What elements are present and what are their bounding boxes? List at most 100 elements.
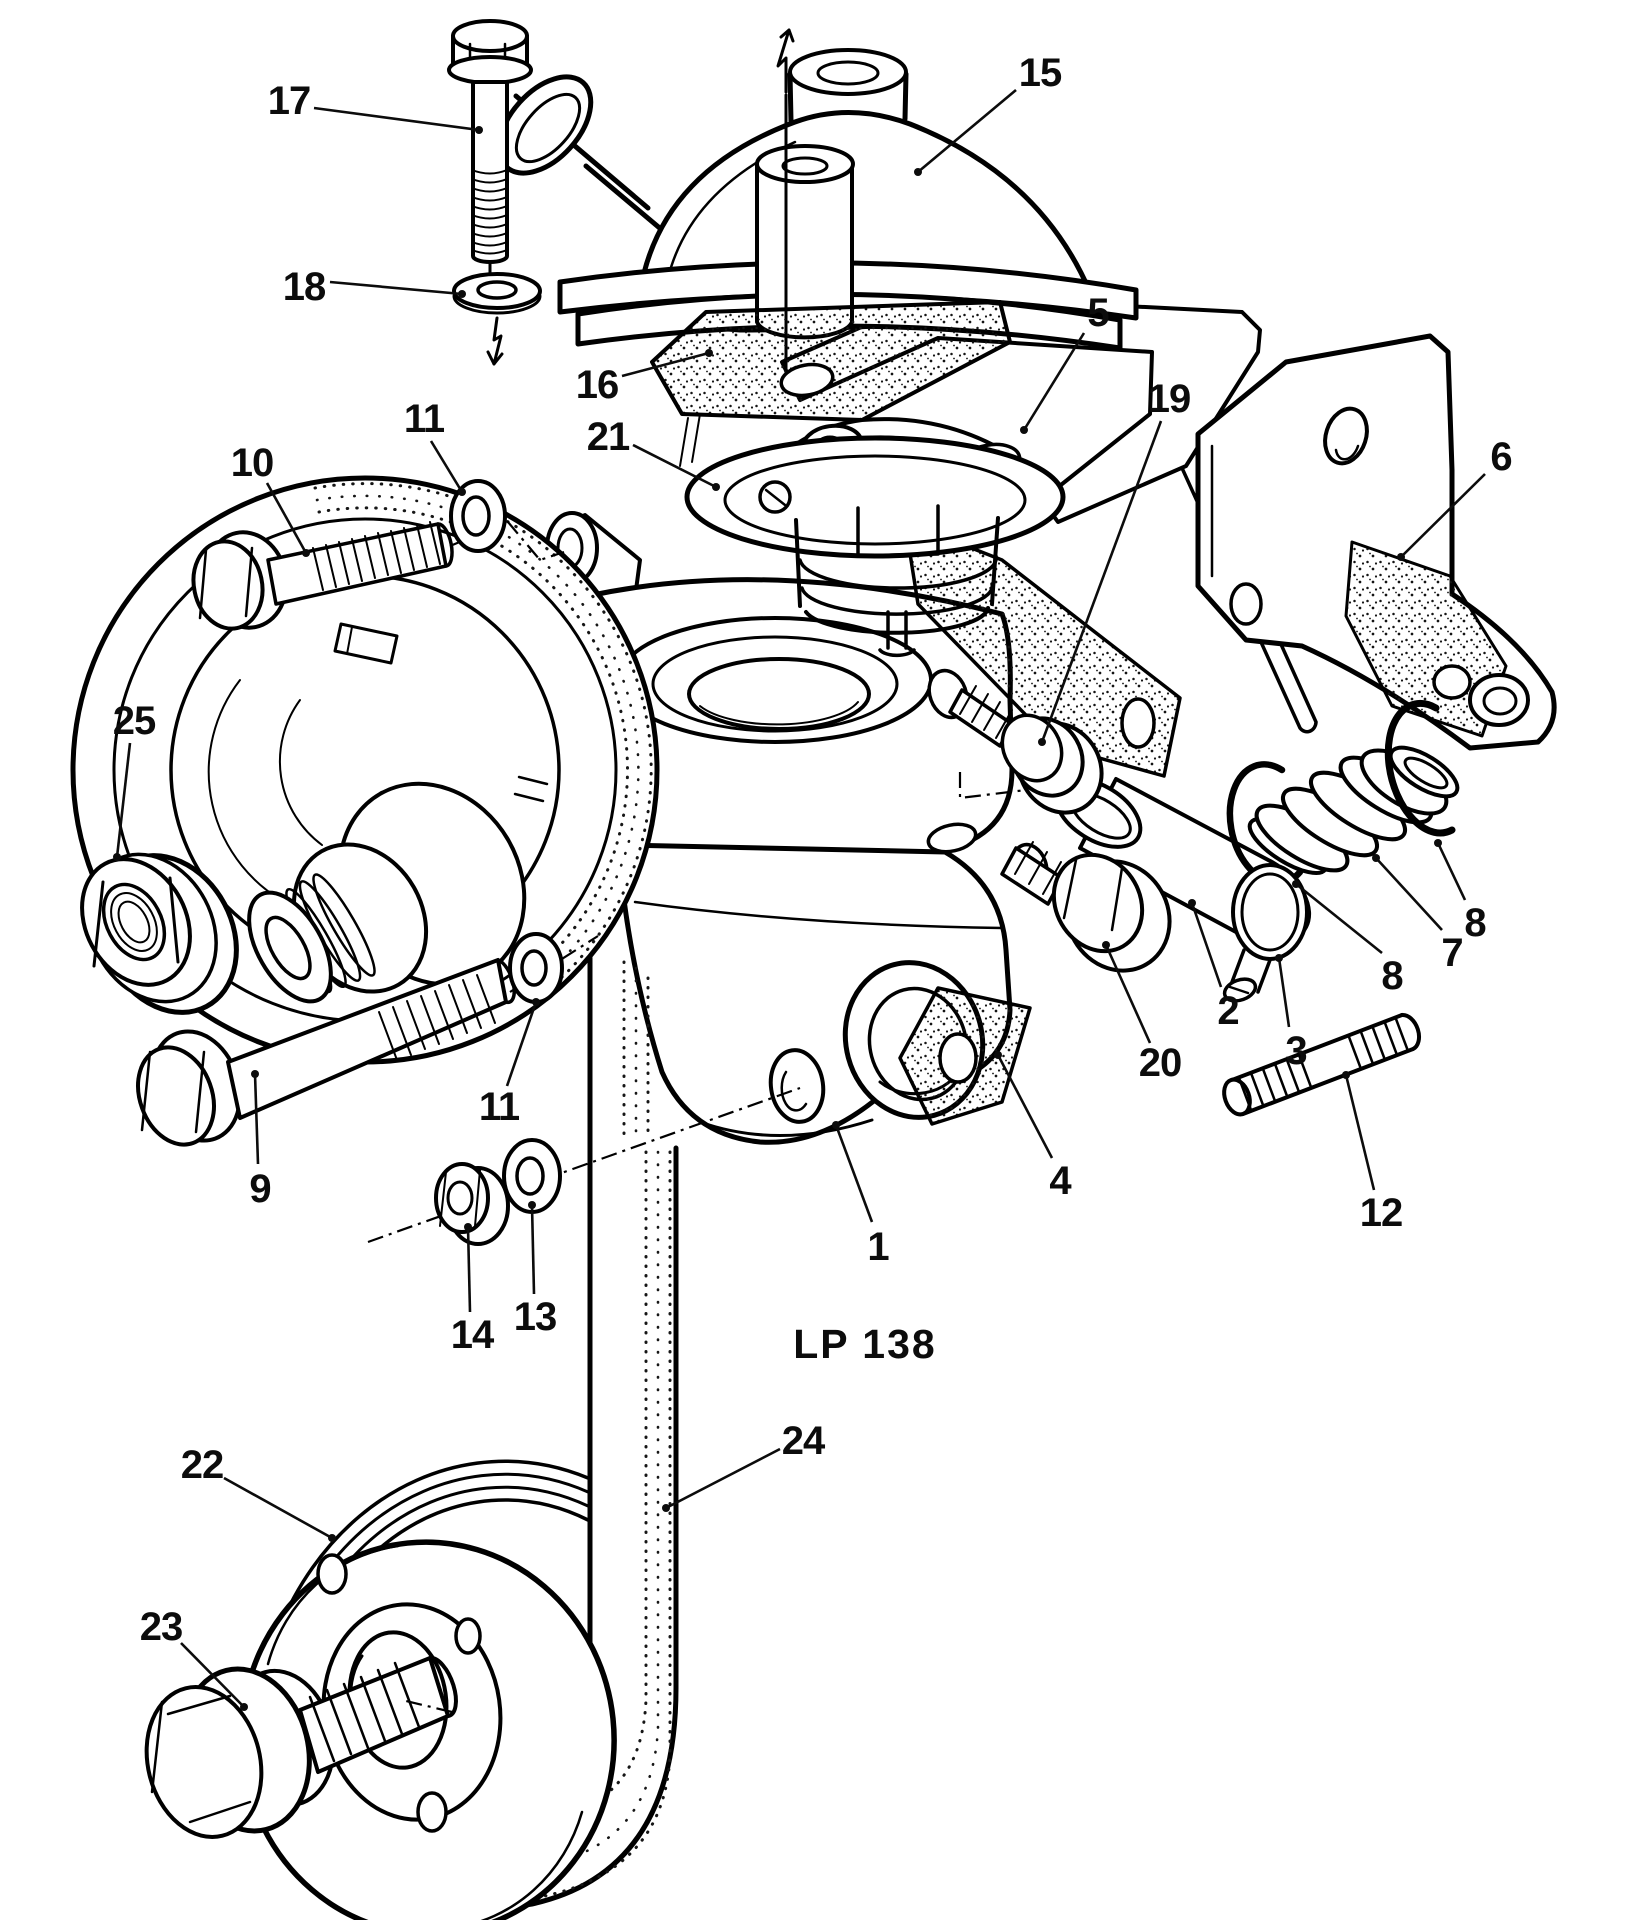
side-gasket-hole: [1120, 697, 1156, 749]
center-stem: [878, 610, 916, 658]
mounting-bracket: [1195, 333, 1557, 751]
hose-clamp: [1222, 863, 1309, 1003]
callout-1: 1: [867, 1225, 889, 1269]
leader-dot-21: [712, 483, 720, 491]
washer18-bore: [476, 280, 518, 300]
hub-thread: [312, 873, 376, 977]
bolt-long-vertical: [447, 19, 533, 280]
leader-dot-14: [464, 1223, 472, 1231]
drain-plug-20: [1000, 841, 1172, 973]
callout-25: 25: [113, 699, 156, 743]
washer18-outer: [452, 272, 542, 310]
seat-shadow: [699, 701, 859, 726]
nut-bore: [101, 882, 167, 962]
face-detail-arc: [207, 679, 291, 906]
callout-15: 15: [1019, 51, 1062, 95]
leader-line-12: [1344, 1074, 1376, 1191]
alignment-line: [958, 772, 1027, 800]
callout-7: 7: [1441, 931, 1462, 975]
callout-13: 13: [514, 1295, 557, 1339]
nut14-facets: [439, 1169, 481, 1227]
belt-stipple: [554, 1150, 660, 1864]
elbow-gasket-hole: [938, 1032, 978, 1084]
callout-22: 22: [181, 1443, 224, 1487]
callout-9: 9: [249, 1167, 270, 1211]
washer11a-outer: [449, 479, 507, 553]
leader-dot-7: [1372, 854, 1380, 862]
leader-line-8: [1295, 882, 1383, 955]
bolt23-axis: [401, 1698, 453, 1714]
clamp-band-inner: [1240, 872, 1300, 952]
washer11a-bore: [461, 495, 491, 537]
housing-waist-line: [633, 900, 1004, 930]
bolt23-head-face: [144, 1685, 264, 1839]
callout-16: 16: [576, 363, 619, 407]
sleeve-top: [755, 144, 855, 184]
bolt9-head-face: [136, 1045, 216, 1147]
callout-19: 19: [1148, 377, 1191, 421]
callout-4: 4: [1049, 1159, 1072, 1203]
leader-dot-25: [113, 853, 121, 861]
gasket-hole: [779, 362, 835, 398]
stud: [1222, 1012, 1422, 1117]
leader-line-20: [1104, 944, 1152, 1044]
callout-21: 21: [587, 415, 630, 459]
callout-14: 14: [451, 1313, 495, 1357]
leader-dot-11: [532, 998, 540, 1006]
pump-housing: [545, 511, 1182, 1145]
callout-11: 11: [479, 1085, 520, 1129]
bolt9-axis: [509, 935, 599, 993]
pulley-bolt-23: [144, 1655, 458, 1839]
leader-dot-18: [458, 290, 466, 298]
pulley-hole: [454, 1617, 482, 1655]
leader-dot-1: [832, 1121, 840, 1129]
bracket-hole-small: [1229, 582, 1263, 626]
skirt-bottom: [804, 606, 990, 635]
bolt23-tip: [428, 1655, 458, 1718]
callout-23: 23: [140, 1605, 183, 1649]
up-arrow: [776, 28, 795, 94]
leader-line-1: [834, 1124, 874, 1223]
callout-5: 5: [1087, 291, 1109, 335]
callout-11: 11: [404, 397, 445, 441]
leader-line-11: [429, 440, 464, 493]
nut14-bore: [446, 1180, 474, 1216]
thermostat: [684, 417, 1066, 658]
leader-line-8: [1436, 842, 1467, 901]
leader-dot-20: [1102, 941, 1110, 949]
thermostat-flange-inner: [723, 454, 1027, 546]
washer13-bore: [515, 1156, 545, 1196]
leader-dot-8: [1434, 839, 1442, 847]
cover-gasket: [650, 300, 1012, 467]
plug20-shank: [1000, 846, 1064, 906]
leader-dot-12: [1342, 1071, 1350, 1079]
disc-rim-line: [266, 1544, 400, 1666]
down-arrow: [486, 316, 504, 366]
bolt17-head-top: [451, 19, 529, 53]
hole-shadow: [1334, 444, 1360, 461]
callout-10: 10: [231, 441, 274, 485]
bolt-long-lower: [136, 935, 599, 1147]
bellows-hose: [1247, 745, 1460, 875]
nut-threads: [110, 892, 158, 952]
clamp-screw-slot: [1228, 985, 1250, 995]
leader-dot-3: [1275, 954, 1283, 962]
keyway-line: [346, 626, 353, 655]
spring-washer-18: [452, 272, 542, 366]
belt-stipple: [315, 494, 640, 996]
bolt9-threads: [378, 974, 496, 1061]
disc-rim-line2: [480, 1810, 584, 1920]
pump-shaft-nut: [80, 852, 239, 1015]
belt-stipple: [538, 1150, 672, 1899]
leader-dot-6: [1397, 553, 1405, 561]
top-boss-sides: [787, 71, 909, 124]
hose-bore: [1403, 756, 1449, 790]
top-boss-hole: [816, 60, 880, 86]
leader-line-13: [530, 1204, 536, 1295]
gasket-plate: [650, 300, 1012, 422]
small-bolt-19: [948, 685, 1104, 815]
callout-3: 3: [1285, 1029, 1306, 1073]
washer11b-outer: [508, 932, 564, 1004]
leader-line-24: [665, 1447, 781, 1510]
